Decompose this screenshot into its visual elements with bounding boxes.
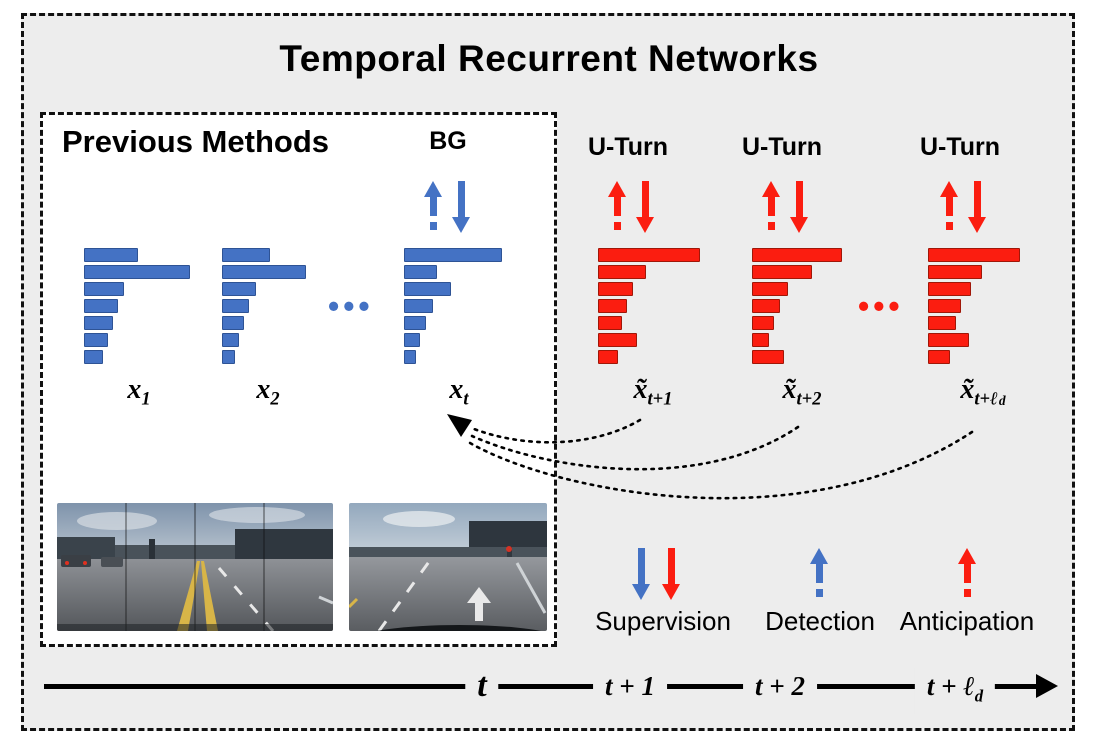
- driving-scene-frame-art: [349, 503, 547, 631]
- uturn-class-label-3: U-Turn: [919, 133, 1001, 161]
- uturn-arrows-1: [608, 181, 654, 233]
- anticipation-up-arrow-icon: [762, 181, 780, 230]
- histogram-label-x1: x1: [127, 374, 151, 409]
- bg-class-label: BG: [429, 127, 467, 155]
- supervision-down-arrow-icon: [636, 181, 654, 233]
- histogram-label-xt2: x̃t+2: [782, 374, 822, 409]
- uturn-class-label-2: U-Turn: [741, 133, 823, 161]
- timeline-arrowhead-icon: [1036, 674, 1058, 698]
- anticipation-up-arrow-icon: [940, 181, 958, 230]
- bg-arrows: [424, 181, 470, 233]
- timeline-label-t: t: [465, 668, 499, 704]
- detection-up-arrow-icon: [424, 181, 442, 230]
- histogram-label-xt1: x̃t+1: [633, 374, 673, 409]
- supervision-down-arrow-icon: [968, 181, 986, 233]
- histogram-label-x2: x2: [256, 374, 280, 409]
- supervision-red-down-arrow-icon: [662, 548, 680, 600]
- blue-ellipsis: •••: [328, 288, 374, 324]
- red-ellipsis: •••: [858, 288, 904, 324]
- supervision-blue-down-arrow-icon: [632, 548, 650, 600]
- anticipation-up-arrow-icon: [608, 181, 626, 230]
- histogram-bars-xtld: [928, 248, 1038, 364]
- histogram-x2: x2: [222, 248, 314, 410]
- uturn-arrows-3: [940, 181, 986, 233]
- previous-methods-heading: Previous Methods: [62, 124, 329, 159]
- supervision-down-arrow-icon: [790, 181, 808, 233]
- anticipation-up-arrow-icon: [958, 548, 976, 597]
- detection-up-arrow-icon: [810, 548, 828, 597]
- histogram-bars-xt2: [752, 248, 852, 364]
- legend-anticipation-label: Anticipation: [899, 606, 1035, 636]
- driving-scene-filmstrip-image: [57, 503, 333, 631]
- legend-detection-label: Detection: [765, 606, 875, 636]
- uturn-class-label-1: U-Turn: [587, 133, 669, 161]
- histogram-xt: xt: [404, 248, 514, 410]
- histogram-xtld: x̃t+ℓd: [928, 248, 1038, 410]
- supervision-down-arrow-icon: [452, 181, 470, 233]
- histogram-x1: x1: [84, 248, 194, 410]
- driving-scene-frame-image: [349, 503, 547, 631]
- uturn-arrows-2: [762, 181, 808, 233]
- histogram-xt1: x̃t+1: [598, 248, 708, 410]
- legend-supervision-arrows: [632, 548, 680, 600]
- histogram-bars-xt1: [598, 248, 708, 364]
- histogram-xt2: x̃t+2: [752, 248, 852, 410]
- legend-anticipation-arrow: [958, 548, 976, 597]
- histogram-bars-xt: [404, 248, 514, 364]
- timeline-label-t1: t + 1: [593, 668, 667, 704]
- legend-supervision-label: Supervision: [595, 606, 731, 636]
- legend-detection-arrow: [810, 548, 828, 597]
- histogram-label-xtld: x̃t+ℓd: [960, 374, 1006, 409]
- timeline-label-tld: t + ℓd: [914, 668, 996, 715]
- timeline-label-t2: t + 2: [743, 668, 817, 704]
- timeline-axis: [44, 684, 1040, 689]
- driving-scene-filmstrip-art: [57, 503, 333, 631]
- figure-title: Temporal Recurrent Networks: [279, 38, 819, 79]
- histogram-bars-x1: [84, 248, 194, 364]
- histogram-bars-x2: [222, 248, 314, 364]
- histogram-label-xt: xt: [449, 374, 469, 409]
